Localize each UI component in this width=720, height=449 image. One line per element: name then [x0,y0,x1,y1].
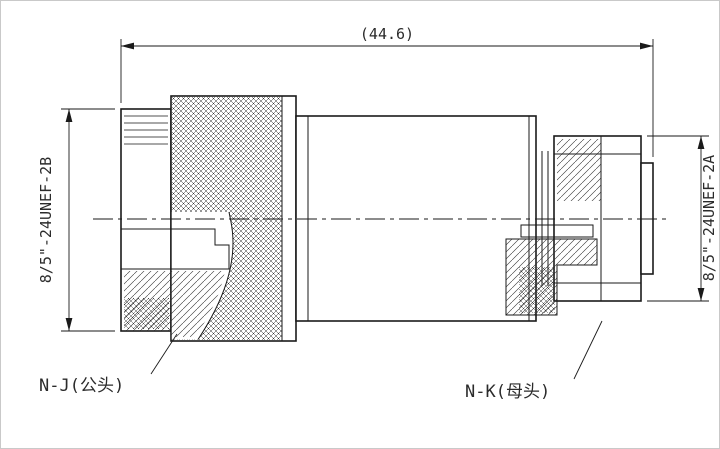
female-connector-nk [505,135,654,316]
female-connector-label: N-K(母头) [465,382,550,402]
top-dimension: (44.6) [120,25,654,157]
body-cylinder [295,115,537,322]
female-section-crosshatch [519,267,555,313]
nut-section-hatch-upper [557,139,601,201]
arrowhead-down [65,318,73,331]
male-connector-nj [120,95,297,342]
arrowhead-left [121,42,134,50]
male-thread-lines [124,115,168,145]
connector-body [295,115,537,322]
rear-collar [640,162,654,275]
male-internal-steps [121,228,230,270]
male-connector-label: N-J(公头) [39,376,124,396]
right-thread-dimension: 8/5"-24UNEF-2A [647,135,718,302]
female-connector-callout: N-K(母头) [465,320,603,402]
right-thread-text: 8/5"-24UNEF-2A [700,155,718,281]
overall-length-text: (44.6) [360,25,414,43]
arrowhead-up [697,136,705,149]
section-break-curve [197,211,234,340]
arrowhead-down [697,288,705,301]
male-section-crosshatch [124,298,169,329]
female-center-contact [520,224,594,238]
leader-line [573,320,603,380]
leader-line [150,333,178,375]
arrowhead-right [640,42,653,50]
left-thread-text: 8/5"-24UNEF-2B [37,157,55,283]
left-thread-dimension: 8/5"-24UNEF-2B [37,108,115,332]
male-connector-callout: N-J(公头) [39,333,178,396]
arrowhead-up [65,109,73,122]
